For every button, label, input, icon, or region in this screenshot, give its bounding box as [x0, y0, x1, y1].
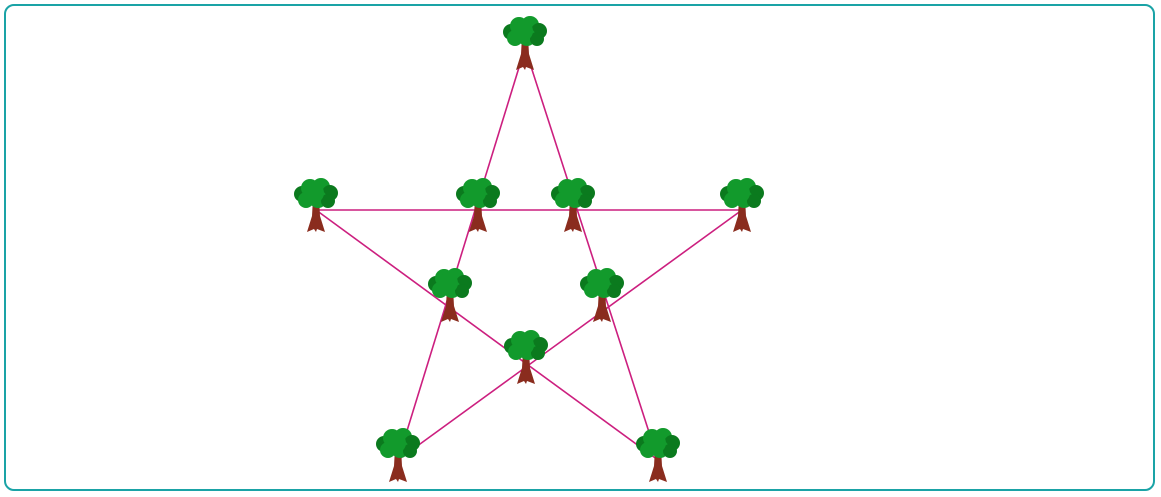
tree-trunk	[389, 448, 407, 482]
tree-trunk	[564, 198, 582, 232]
tree-foliage	[636, 428, 680, 458]
tree-trunk	[441, 288, 459, 322]
tree-foliage	[456, 178, 500, 208]
tree-top-point-icon	[503, 16, 547, 70]
tree-left-point-icon	[294, 178, 338, 232]
tree-trunk	[593, 288, 611, 322]
tree-foliage	[428, 268, 472, 298]
star-lines	[315, 47, 743, 461]
tree-inner-right-icon	[580, 268, 624, 322]
tree-trunk	[733, 198, 751, 232]
tree-foliage	[376, 428, 420, 458]
line-left-to-bottom-right	[315, 209, 659, 461]
tree-bottom-right-point-icon	[636, 428, 680, 482]
tree-inner-upper-right-icon	[551, 178, 595, 232]
tree-trunk	[516, 36, 534, 70]
tree-inner-bottom-icon	[504, 330, 548, 384]
tree-foliage	[720, 178, 764, 208]
trees	[294, 16, 764, 482]
tree-foliage	[294, 178, 338, 208]
tree-bottom-left-point-icon	[376, 428, 420, 482]
tree-foliage	[551, 178, 595, 208]
tree-foliage	[503, 16, 547, 46]
line-top-to-bottom-right	[524, 47, 659, 461]
line-top-to-bottom-left	[397, 47, 526, 461]
tree-trunk	[517, 350, 535, 384]
tree-trunk	[307, 198, 325, 232]
tree-right-point-icon	[720, 178, 764, 232]
diagram-frame	[4, 4, 1155, 491]
tree-inner-left-icon	[428, 268, 472, 322]
tree-inner-upper-left-icon	[456, 178, 500, 232]
tree-trunk	[649, 448, 667, 482]
line-right-to-bottom-left	[397, 209, 743, 461]
tree-foliage	[504, 330, 548, 360]
tree-trunk	[469, 198, 487, 232]
tree-foliage	[580, 268, 624, 298]
